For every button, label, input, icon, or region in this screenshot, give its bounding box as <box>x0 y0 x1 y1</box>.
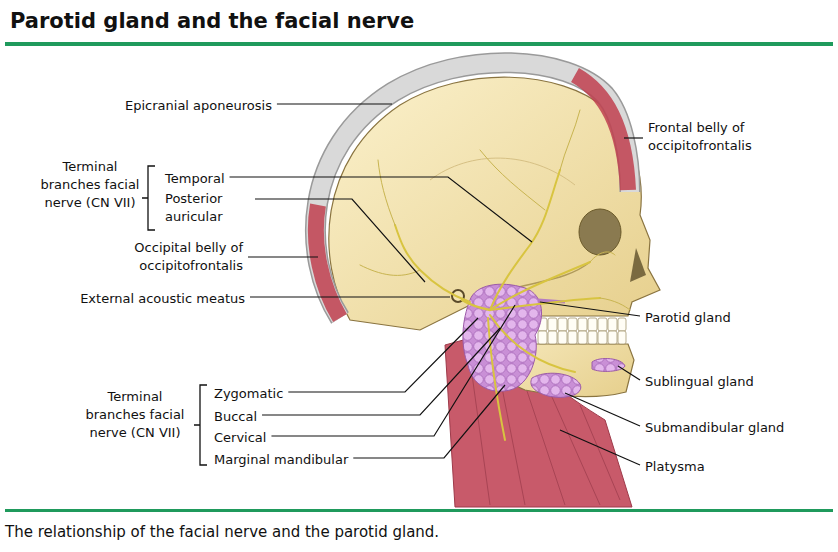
leader-line <box>624 137 643 138</box>
part-label: Sublingual gland <box>645 373 754 391</box>
label-anchor: Parotid gland <box>645 307 731 327</box>
part-label: Frontal belly of occipitofrontalis <box>648 119 818 155</box>
leader-line <box>255 199 425 282</box>
label-anchor: Occipital belly of occipitofrontalis <box>93 239 243 275</box>
leader-line <box>248 256 318 257</box>
bracket <box>194 385 207 465</box>
label-anchor: Temporal <box>165 168 225 188</box>
part-label: Temporal <box>165 170 225 188</box>
caption-anchor: The relationship of the facial nerve and… <box>5 522 439 542</box>
diagram-caption: The relationship of the facial nerve and… <box>5 522 439 542</box>
group-label: Terminal branches facial nerve (CN VII) <box>85 388 185 442</box>
top-rule <box>5 42 833 46</box>
group-label: Terminal branches facial nerve (CN VII) <box>40 158 140 212</box>
part-label: External acoustic meatus <box>80 290 245 308</box>
part-label: Submandibular gland <box>645 419 784 437</box>
part-label: Occipital belly of occipitofrontalis <box>93 239 243 275</box>
glands <box>463 284 625 397</box>
label-anchor: Terminal branches facial nerve (CN VII) <box>40 158 140 212</box>
leader-lines <box>230 104 643 465</box>
part-label: Cervical <box>214 429 266 447</box>
leader-line <box>618 366 640 380</box>
part-label: Buccal <box>214 408 257 426</box>
leader-line <box>540 302 640 316</box>
part-label: Marginal mandibular <box>214 451 348 469</box>
bracket <box>142 166 155 230</box>
label-anchor: Marginal mandibular <box>214 449 348 469</box>
label-anchor: External acoustic meatus <box>80 288 245 308</box>
title-anchor: Parotid gland and the facial nerve <box>10 8 414 34</box>
label-anchor: Buccal <box>214 406 257 426</box>
label-anchor: Frontal belly of occipitofrontalis <box>648 119 818 155</box>
scalp-band <box>315 63 630 318</box>
label-anchor: Submandibular gland <box>645 417 784 437</box>
label-anchor: Cervical <box>214 427 266 447</box>
diagram-title: Parotid gland and the facial nerve <box>10 8 414 34</box>
leader-line <box>565 393 640 426</box>
leader-line <box>250 296 450 297</box>
part-label: Platysma <box>645 458 705 476</box>
leader-line <box>262 328 500 415</box>
bottom-rule <box>5 509 833 512</box>
leader-line <box>560 430 640 465</box>
label-anchor: Epicranial aponeurosis <box>125 95 272 115</box>
label-anchor: Terminal branches facial nerve (CN VII) <box>85 388 185 442</box>
label-anchor: Posterior auricular <box>165 190 250 226</box>
part-label: Parotid gland <box>645 309 731 327</box>
label-anchor: Zygomatic <box>214 383 283 403</box>
leader-line <box>288 318 478 392</box>
part-label: Posterior auricular <box>165 190 250 226</box>
label-anchor: Platysma <box>645 456 705 476</box>
leader-line <box>353 385 505 458</box>
facial-nerve <box>360 110 630 440</box>
label-anchor: Sublingual gland <box>645 371 754 391</box>
part-label: Zygomatic <box>214 385 283 403</box>
part-label: Epicranial aponeurosis <box>125 97 272 115</box>
leader-line <box>277 103 392 104</box>
